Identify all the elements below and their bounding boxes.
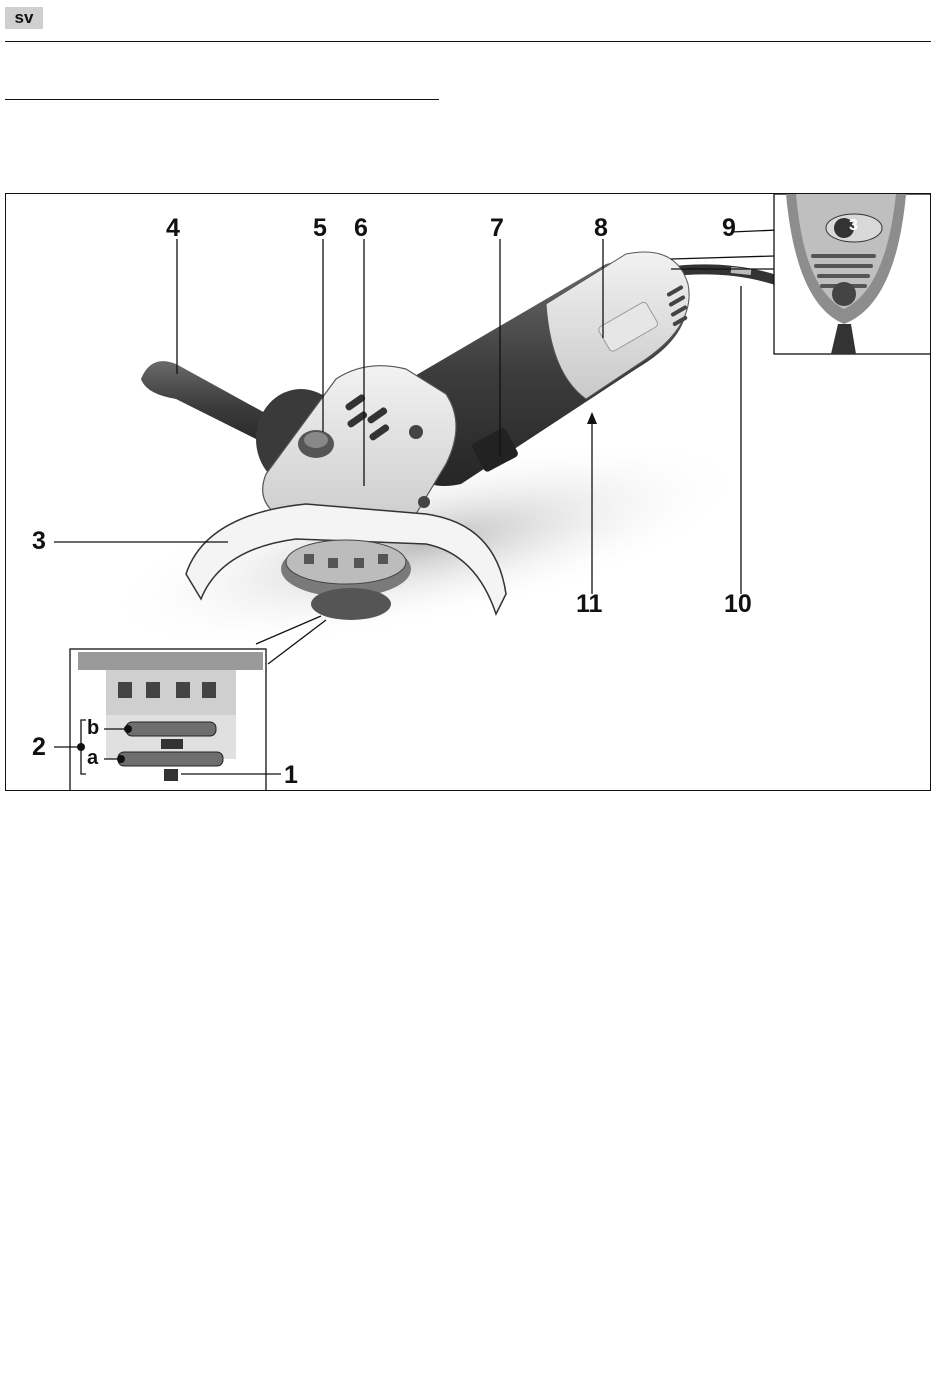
header-rule [5,41,931,42]
callout-4: 4 [166,216,180,241]
callout-1: 1 [284,763,298,788]
product-illustration-figure: 4 5 6 7 8 9 3 11 10 2 1 b a 3 [5,193,931,791]
callout-2: 2 [32,735,46,760]
clamping-flange-b [126,722,216,736]
callout-a: a [87,748,98,768]
callout-11: 11 [576,592,602,617]
callout-9: 9 [722,216,736,241]
callout-7: 7 [490,216,504,241]
callout-3: 3 [32,529,46,554]
callout-6: 6 [354,216,368,241]
section-rule [5,99,439,100]
callout-b: b [87,718,99,738]
angle-grinder-drawing [6,194,931,791]
language-badge: sv [5,7,43,29]
callout-10: 10 [724,592,752,617]
callout-5: 5 [313,216,327,241]
clamping-nut-a [118,752,223,766]
speed-dial-number: 3 [849,218,858,234]
callout-8: 8 [594,216,608,241]
